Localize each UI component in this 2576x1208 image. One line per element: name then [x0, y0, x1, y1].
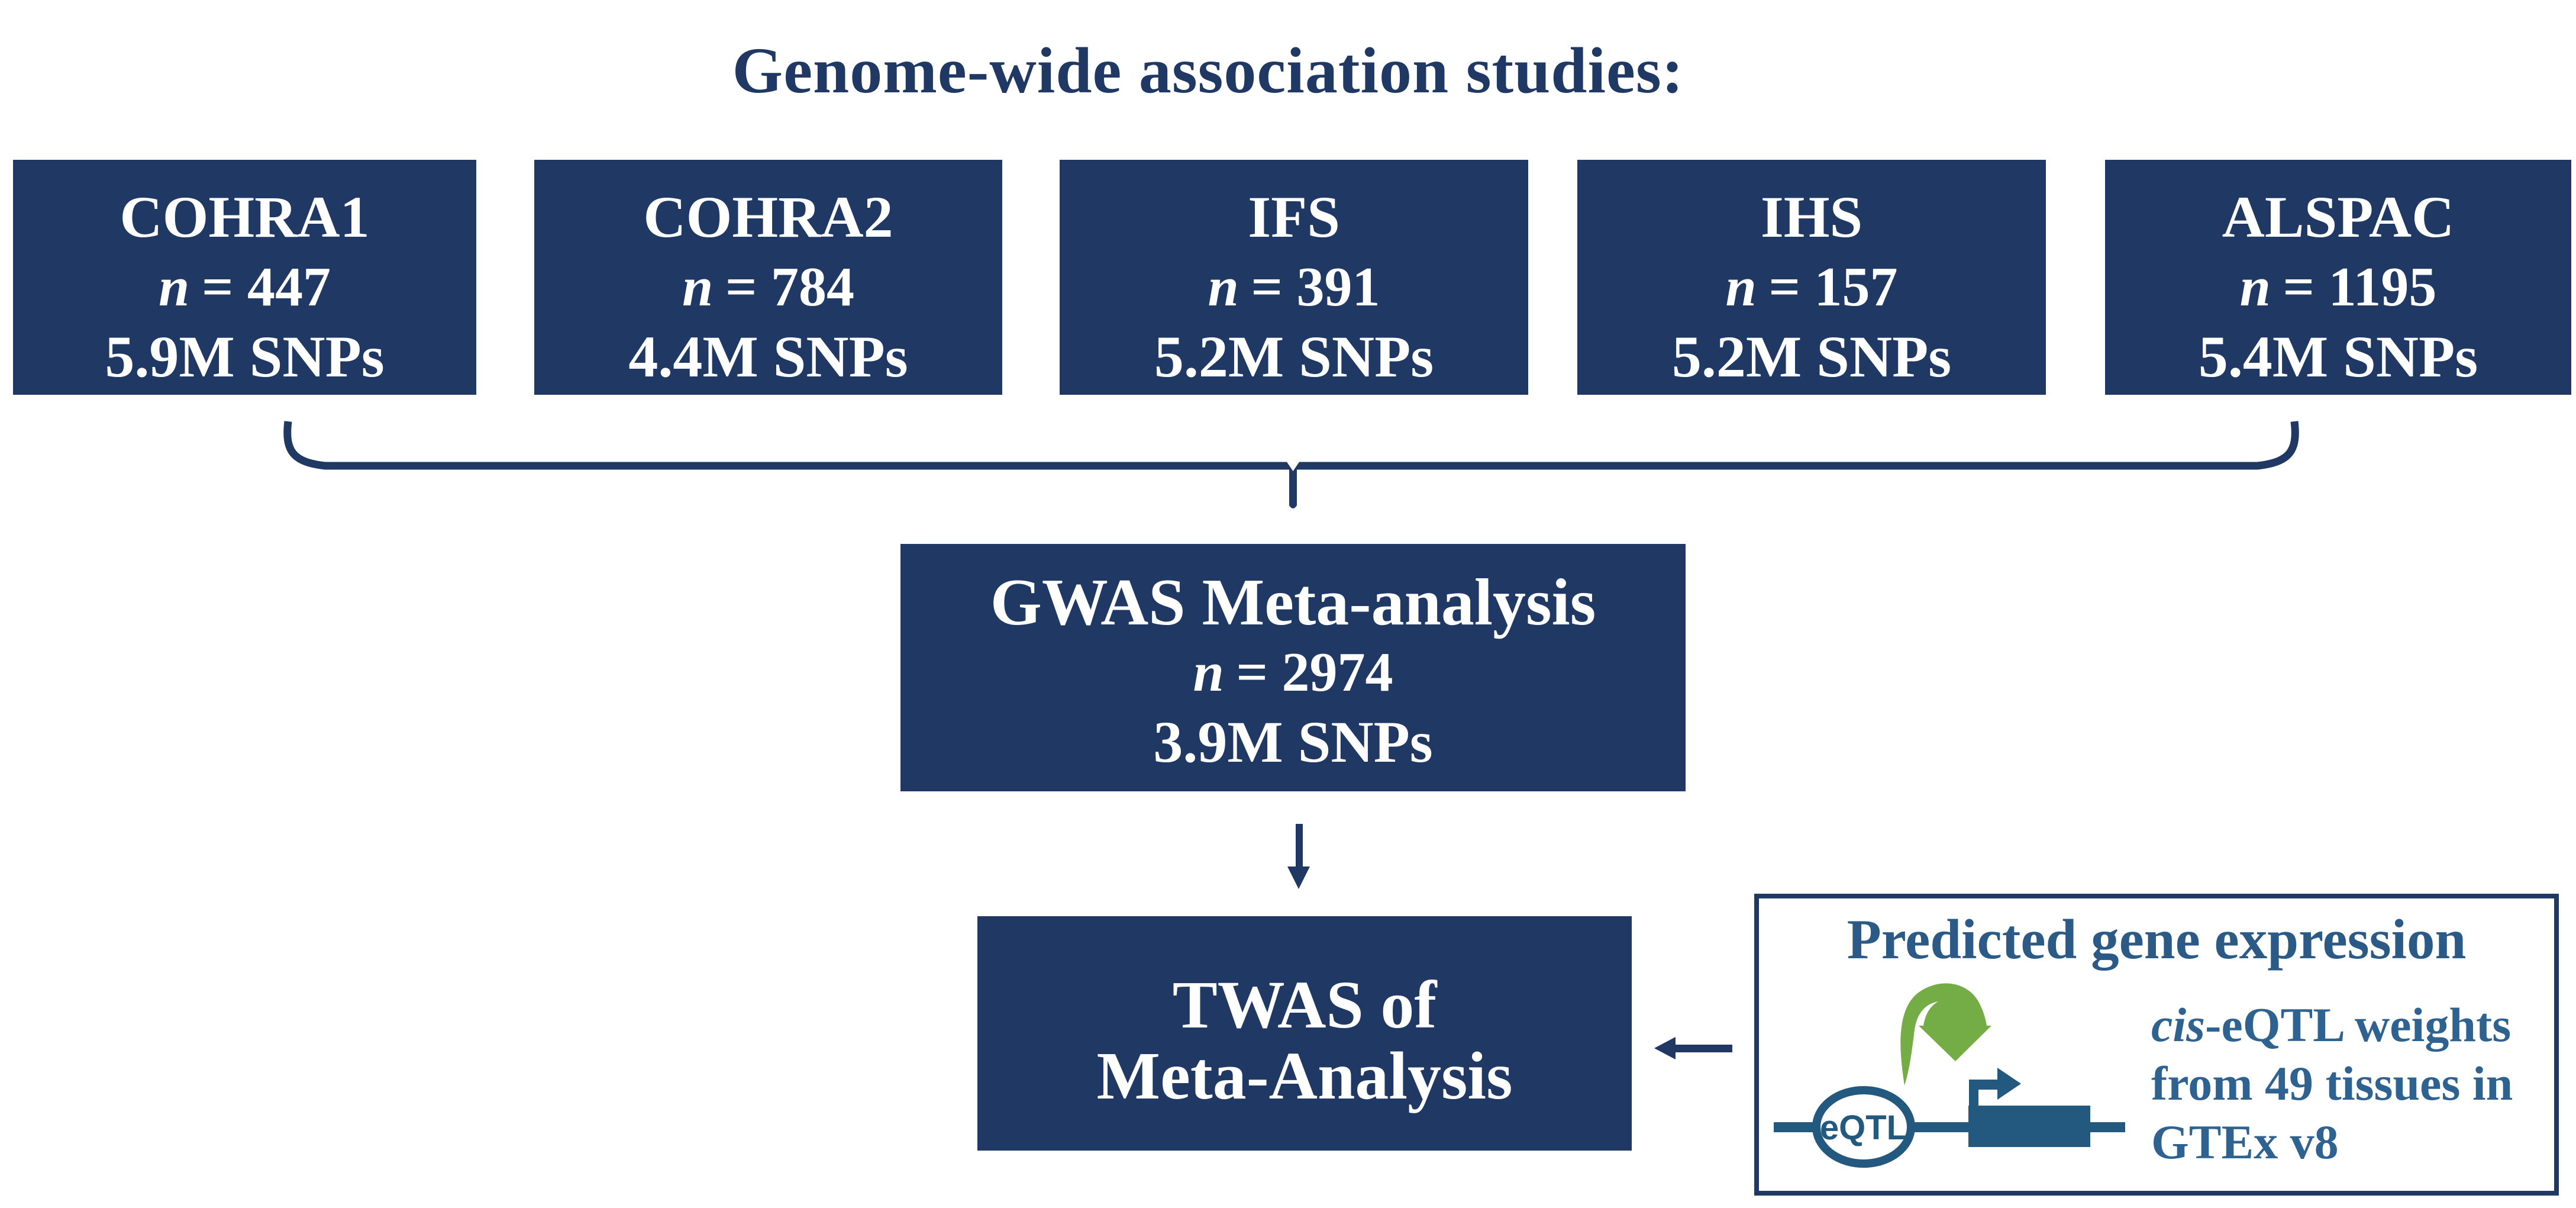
cis-word: cis [2151, 998, 2206, 1052]
study-name: IHS [1760, 184, 1863, 250]
n-symbol: n [2239, 256, 2271, 318]
n-value: = 391 [1251, 256, 1380, 318]
study-name: COHRA2 [643, 184, 893, 250]
study-box-alspac: ALSPAC n= 1195 5.4M SNPs [2105, 160, 2571, 395]
gather-bracket-notch [1286, 461, 1300, 471]
study-sample-size: n= 1195 [2105, 252, 2571, 322]
down-arrow-shaft [1296, 824, 1303, 868]
n-symbol: n [682, 256, 714, 318]
n-value: = 157 [1768, 256, 1898, 318]
twas-box: TWAS of Meta-Analysis [977, 916, 1632, 1151]
desc-line1-rest: -eQTL weights [2205, 998, 2512, 1052]
n-symbol: n [1725, 256, 1757, 318]
twas-line1: TWAS of [1172, 967, 1437, 1042]
study-name: IFS [1248, 184, 1340, 250]
left-arrow-icon [1654, 1037, 1732, 1059]
down-arrow-icon [1287, 824, 1310, 889]
study-box-ifs: IFS n= 391 5.2M SNPs [1060, 160, 1528, 395]
study-snp-count: 4.4M SNPs [628, 324, 908, 389]
n-symbol: n [1193, 642, 1224, 703]
left-arrow-head [1654, 1037, 1676, 1059]
n-value: = 784 [725, 256, 855, 318]
down-arrow-head [1287, 866, 1310, 889]
study-name: ALSPAC [2222, 184, 2455, 250]
study-snp-count: 5.2M SNPs [1154, 324, 1434, 389]
n-value: = 2974 [1236, 642, 1393, 703]
n-value: = 447 [201, 256, 331, 318]
meta-analysis-box: GWAS Meta-analysis n= 2974 3.9M SNPs [900, 544, 1686, 791]
study-sample-size: n= 157 [1577, 252, 2046, 322]
study-box-ihs: IHS n= 157 5.2M SNPs [1577, 160, 2046, 395]
twas-line2: Meta-Analysis [1096, 1038, 1513, 1113]
gather-bracket [283, 421, 2299, 470]
study-snp-count: 5.9M SNPs [105, 324, 385, 389]
page-title: Genome-wide association studies: [732, 34, 1684, 107]
study-sample-size: n= 784 [534, 252, 1002, 322]
meta-snp-count: 3.9M SNPs [1153, 709, 1433, 775]
gather-bracket-tail [1289, 467, 1297, 508]
meta-analysis-title: GWAS Meta-analysis [990, 566, 1596, 639]
n-symbol: n [1208, 256, 1239, 318]
study-snp-count: 5.4M SNPs [2198, 324, 2478, 389]
desc-line2: from 49 tissues in [2151, 1056, 2513, 1110]
predicted-gene-expression-title: Predicted gene expression [1847, 908, 2467, 971]
n-value: = 1195 [2283, 256, 2437, 318]
study-snp-count: 5.2M SNPs [1671, 324, 1952, 389]
cis-eqtl-description: cis-eQTL weights from 49 tissues in GTEx… [2151, 996, 2554, 1171]
n-symbol: n [158, 256, 190, 318]
left-arrow-shaft [1674, 1045, 1732, 1052]
meta-sample-size: n= 2974 [900, 637, 1686, 707]
study-name: COHRA1 [120, 184, 370, 250]
study-sample-size: n= 391 [1060, 252, 1528, 322]
study-box-cohra2: COHRA2 n= 784 4.4M SNPs [534, 160, 1002, 395]
study-box-cohra1: COHRA1 n= 447 5.9M SNPs [13, 160, 476, 395]
desc-line1: cis-eQTL weights [2151, 996, 2554, 1054]
desc-line3: GTEx v8 [2151, 1115, 2339, 1169]
study-sample-size: n= 447 [13, 252, 476, 322]
